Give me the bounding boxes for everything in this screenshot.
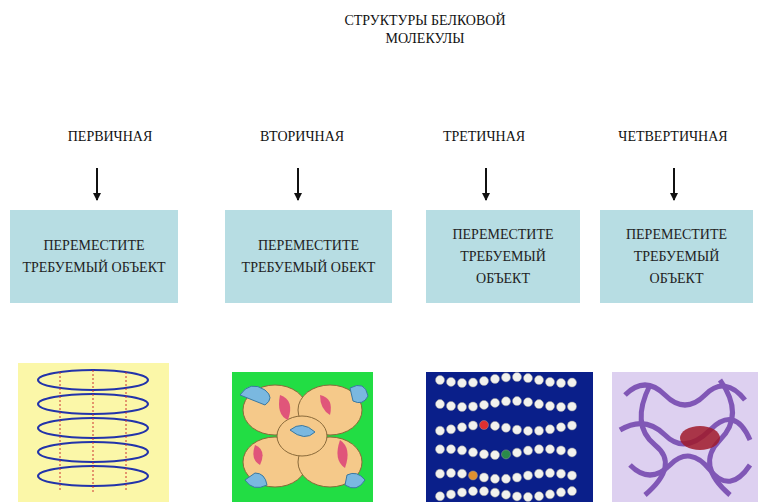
target-box: ПЕРЕМЕСТИТЕ ТРЕБУЕМЫЙ ОБЕКТ: [225, 210, 392, 303]
box-text: ПЕРЕМЕСТИТЕ ТРЕБУЕМЫЙ ОБЪЕКТ: [434, 224, 572, 290]
column-heading: ТРЕТИЧНАЯ: [443, 129, 525, 145]
target-box: ПЕРЕМЕСТИТЕ ТРЕБУЕМЫЙ ОБЪЕКТ: [10, 210, 178, 303]
diagram-title: СТРУКТУРЫ БЕЛКОВОЙ МОЛЕКУЛЫ: [330, 12, 520, 48]
target-box: ПЕРЕМЕСТИТЕ ТРЕБУЕМЫЙ ОБЪЕКТ: [426, 210, 580, 303]
ribbon-picture: [232, 372, 373, 502]
column-heading: ПЕРВИЧНАЯ: [68, 129, 153, 145]
box-text: ПЕРЕМЕСТИТЕ ТРЕБУЕМЫЙ ОБЪЕКТ: [608, 224, 745, 290]
globule-picture: [612, 372, 758, 502]
box-text: ПЕРЕМЕСТИТЕ ТРЕБУЕМЫЙ ОБЪЕКТ: [18, 235, 170, 279]
box-text: ПЕРЕМЕСТИТЕ ТРЕБУЕМЫЙ ОБЕКТ: [233, 235, 384, 279]
target-box: ПЕРЕМЕСТИТЕ ТРЕБУЕМЫЙ ОБЪЕКТ: [600, 210, 753, 303]
column-heading: ЧЕТВЕРТИЧНАЯ: [618, 129, 727, 145]
helix-picture: [18, 363, 169, 502]
column-heading: ВТОРИЧНАЯ: [260, 129, 344, 145]
down-arrows: [97, 168, 674, 200]
bead-chain-picture: [426, 372, 593, 502]
